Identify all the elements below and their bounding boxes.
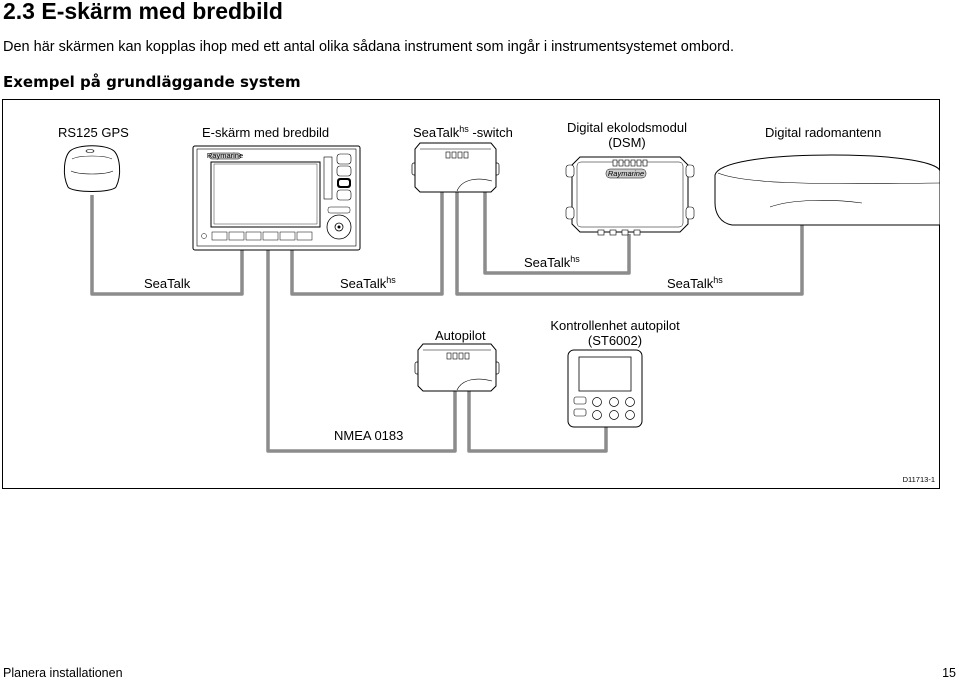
dsm-brand-logo: Raymarine [608, 169, 644, 178]
switch-label: SeaTalkhs -switch [413, 124, 513, 140]
seatalk-cable-label: SeaTalk [144, 276, 191, 291]
radome-antenna [714, 154, 940, 226]
gps-antenna [63, 145, 121, 192]
section-heading: 2.3 E-skärm med bredbild [3, 0, 283, 24]
nmea-cable-controller [467, 391, 608, 453]
autopilot-label: Autopilot [435, 328, 486, 343]
controller-label-line1: Kontrollenhet autopilot [550, 318, 680, 333]
intro-text: Den här skärmen kan kopplas ihop med ett… [3, 39, 734, 55]
page-number: 15 [942, 666, 956, 680]
dsm-label-line1: Digital ekolodsmodul [567, 120, 687, 135]
cable-group [90, 191, 804, 453]
system-diagram: Raymarine [2, 99, 940, 489]
seatalkhs-cable-radome [455, 191, 804, 296]
seatalkhs-cable-dsm [483, 191, 631, 275]
autopilot-controller [567, 349, 643, 428]
seatalkhs-cable-display [290, 191, 444, 296]
seatalkhs-label-dsm: SeaTalkhs [524, 254, 580, 270]
dsm-label-line2: (DSM) [608, 135, 646, 150]
gps-label: RS125 GPS [58, 125, 129, 140]
seatalk-cable [90, 195, 244, 296]
example-subheading: Exempel på grundläggande system [3, 73, 301, 91]
display-brand-logo: Raymarine [207, 151, 243, 160]
controller-label-line2: (ST6002) [588, 333, 642, 348]
seatalkhs-switch-box [411, 142, 500, 193]
seatalkhs-label-display: SeaTalkhs [340, 275, 396, 291]
dsm-module: Raymarine [565, 156, 695, 236]
wide-display: Raymarine [192, 145, 361, 251]
nmea-cable-autopilot [266, 249, 457, 453]
radome-label: Digital radomantenn [765, 125, 881, 140]
nmea-cable-label: NMEA 0183 [334, 428, 403, 443]
display-label: E-skärm med bredbild [202, 125, 329, 140]
figure-id: D11713-1 [903, 475, 935, 484]
footer-section-name: Planera installationen [3, 666, 123, 680]
autopilot-box [414, 343, 500, 392]
seatalkhs-label-radome: SeaTalkhs [667, 275, 723, 291]
